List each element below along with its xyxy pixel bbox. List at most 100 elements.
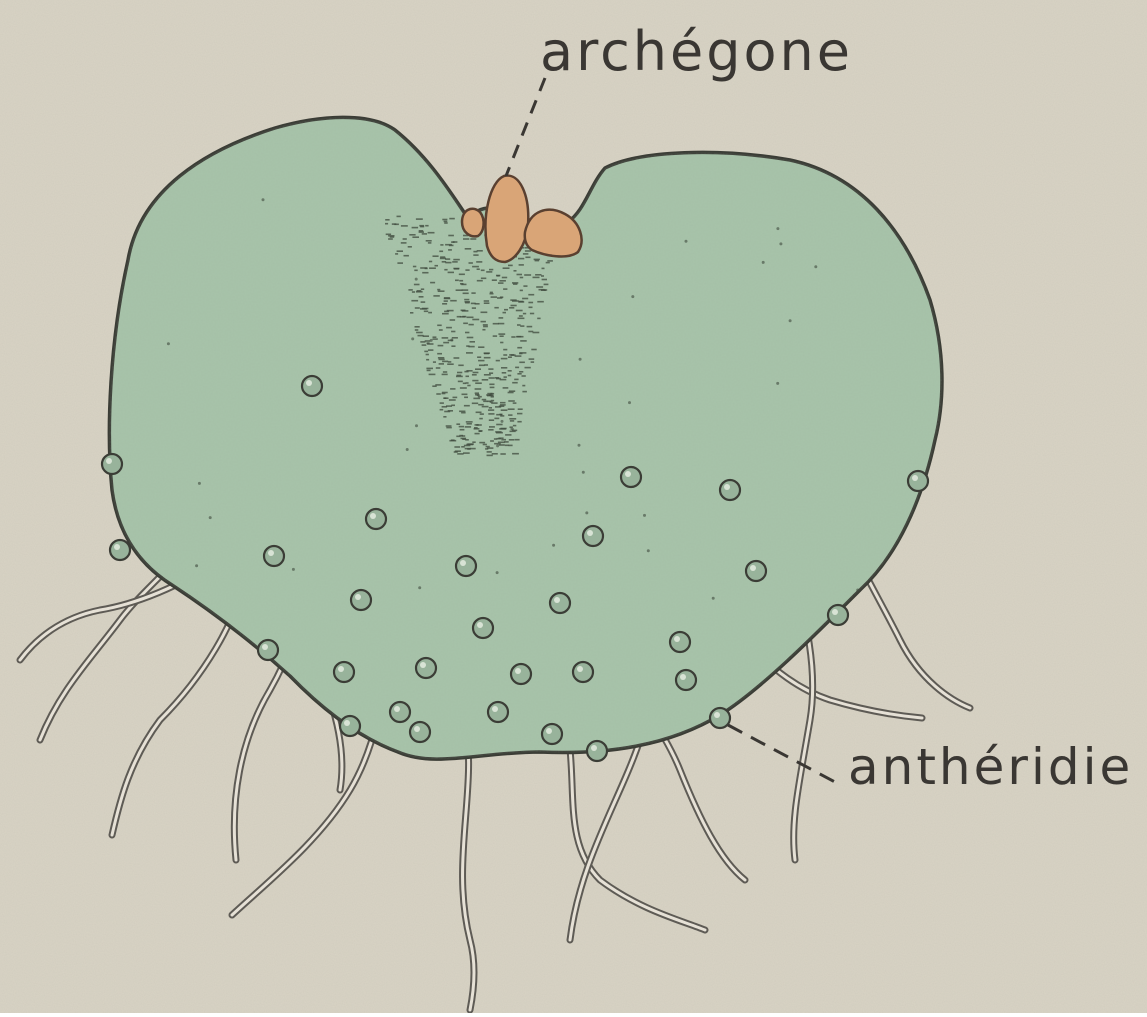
stipple-mark <box>439 363 444 365</box>
stipple-mark <box>433 338 438 340</box>
stipple-mark <box>503 354 507 356</box>
stipple-mark <box>478 430 482 432</box>
stipple-mark <box>499 428 506 430</box>
antheridium-highlight <box>338 666 344 672</box>
stipple-mark <box>467 317 474 319</box>
stipple-mark <box>508 400 515 402</box>
stipple-mark <box>519 352 526 354</box>
stipple-mark <box>475 388 482 390</box>
stipple-mark <box>498 437 503 439</box>
stipple-mark <box>492 453 498 455</box>
stipple-mark <box>408 289 412 291</box>
stipple-mark <box>484 374 491 376</box>
stipple-mark <box>443 416 446 418</box>
stipple-mark <box>415 326 420 328</box>
stipple-mark <box>489 377 495 379</box>
stipple-mark <box>485 448 488 450</box>
antheridium-icon <box>828 605 848 625</box>
stipple-mark <box>446 327 452 329</box>
stipple-mark <box>508 414 512 416</box>
stipple-mark <box>500 335 504 337</box>
stipple-mark <box>498 333 505 335</box>
stipple-mark <box>472 266 479 268</box>
stipple-mark <box>426 240 432 242</box>
stipple-mark <box>509 439 515 441</box>
speckle-mark <box>406 448 409 451</box>
stipple-mark <box>482 329 485 331</box>
antheridium-highlight <box>724 484 730 490</box>
antheridium-icon <box>264 546 284 566</box>
stipple-mark <box>430 282 435 284</box>
stipple-mark <box>472 403 478 405</box>
stipple-mark <box>489 269 493 271</box>
antheridium-highlight <box>262 644 268 650</box>
stipple-mark <box>537 318 540 320</box>
stipple-mark <box>423 335 429 337</box>
speckle-mark <box>647 549 650 552</box>
antheridium-icon <box>110 540 130 560</box>
stipple-mark <box>401 225 408 227</box>
stipple-mark <box>414 284 420 286</box>
stipple-mark <box>504 441 509 443</box>
stipple-mark <box>510 431 516 433</box>
speckle-mark <box>582 471 585 474</box>
stipple-mark <box>450 388 455 390</box>
antheridium-icon <box>746 561 766 581</box>
stipple-mark <box>449 399 456 401</box>
stipple-mark <box>512 382 518 384</box>
stipple-mark <box>465 332 469 334</box>
speckle-mark <box>209 516 212 519</box>
stipple-mark <box>472 380 478 382</box>
stipple-mark <box>504 309 508 311</box>
stipple-mark <box>476 261 482 263</box>
antheridium-highlight <box>114 544 120 550</box>
stipple-mark <box>447 310 454 312</box>
stipple-mark <box>475 368 481 370</box>
stipple-mark <box>422 233 427 235</box>
stipple-mark <box>428 232 435 234</box>
stipple-mark <box>422 344 427 346</box>
stipple-mark <box>501 367 507 369</box>
stipple-mark <box>467 337 474 339</box>
stipple-mark <box>464 299 469 301</box>
stipple-mark <box>472 441 475 443</box>
stipple-mark <box>518 301 524 303</box>
stipple-mark <box>473 254 478 256</box>
stipple-mark <box>472 307 476 309</box>
antheridium-highlight <box>912 475 918 481</box>
stipple-mark <box>519 315 523 317</box>
stipple-mark <box>494 307 498 309</box>
speckle-mark <box>496 444 499 447</box>
stipple-mark <box>454 357 460 359</box>
stipple-mark <box>444 411 450 413</box>
stipple-mark <box>499 414 502 416</box>
stipple-mark <box>446 427 452 429</box>
stipple-mark <box>477 268 480 270</box>
antheridium-highlight <box>420 662 426 668</box>
stipple-mark <box>508 408 515 410</box>
archegone-lobe <box>462 209 484 237</box>
stipple-mark <box>525 367 531 369</box>
stipple-mark <box>470 448 476 450</box>
stipple-mark <box>448 272 454 274</box>
speckle-mark <box>856 589 859 592</box>
stipple-mark <box>453 397 458 399</box>
antheridium-highlight <box>414 726 420 732</box>
stipple-mark <box>418 335 424 337</box>
stipple-mark <box>424 311 428 313</box>
stipple-mark <box>486 271 492 273</box>
stipple-mark <box>462 394 468 396</box>
speckle-mark <box>789 319 792 322</box>
stipple-mark <box>397 262 403 264</box>
stipple-mark <box>528 294 534 296</box>
antheridium-highlight <box>306 380 312 386</box>
stipple-mark <box>421 301 426 303</box>
stipple-mark <box>482 399 487 401</box>
stipple-mark <box>517 373 521 375</box>
stipple-mark <box>390 236 395 238</box>
stipple-mark <box>480 413 484 415</box>
stipple-mark <box>442 406 448 408</box>
antheridium-highlight <box>750 565 756 571</box>
antheridium-icon <box>587 741 607 761</box>
